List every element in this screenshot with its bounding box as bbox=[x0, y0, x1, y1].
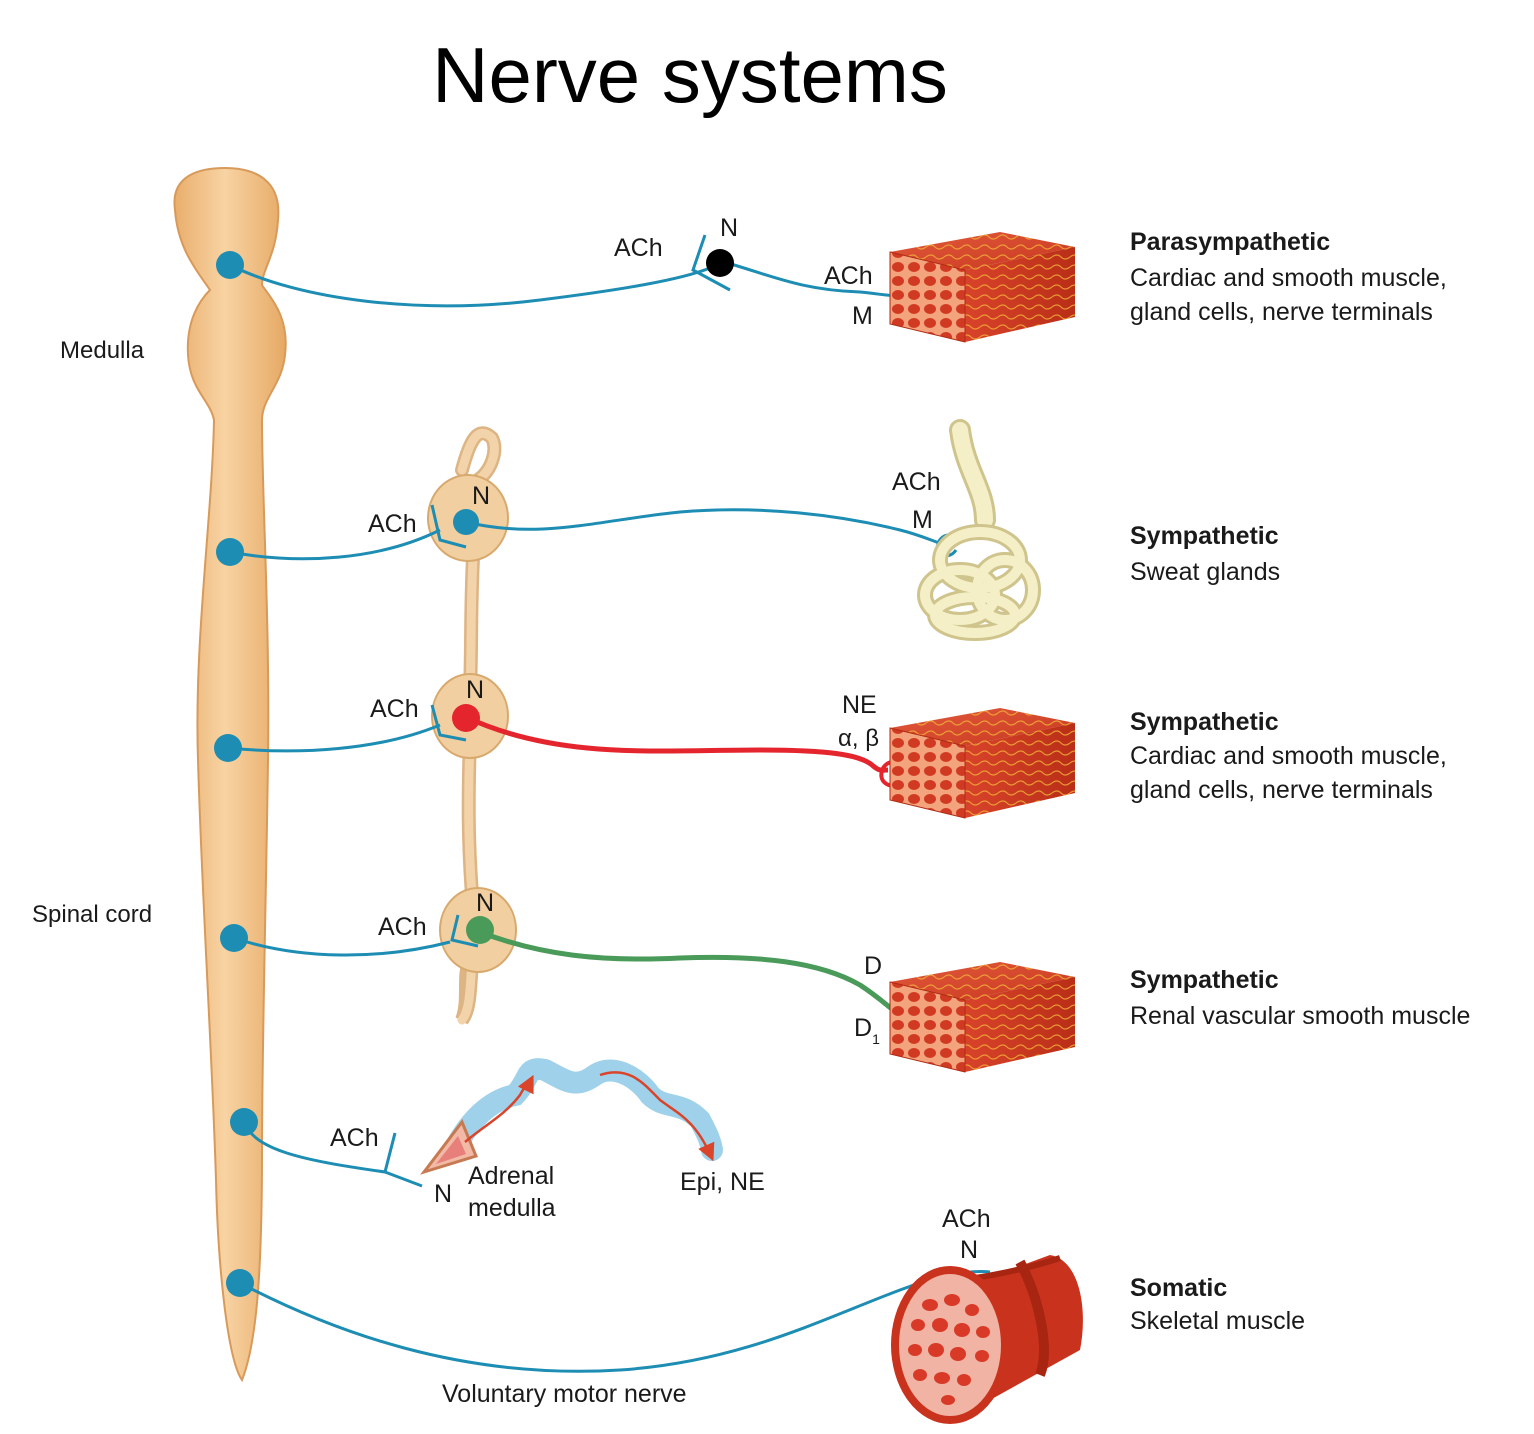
somatic-desc: Skeletal muscle bbox=[1130, 1307, 1305, 1335]
ne-ganglion-receptor: N bbox=[466, 676, 484, 704]
sympathetic-dopamine-desc: Renal vascular smooth muscle bbox=[1130, 1002, 1470, 1030]
sympathetic-ne-desc-line-2: gland cells, nerve terminals bbox=[1130, 776, 1433, 804]
parasympathetic-effector-receptor: M bbox=[852, 302, 873, 330]
dopamine-effector-transmitter: D bbox=[864, 952, 882, 980]
adrenal-receptor: N bbox=[434, 1180, 452, 1208]
dopamine-effector-receptor: D1 bbox=[854, 1014, 880, 1047]
parasympathetic-desc-line-2: gland cells, nerve terminals bbox=[1130, 298, 1433, 326]
voluntary-motor-nerve-label: Voluntary motor nerve bbox=[442, 1380, 687, 1408]
sympathetic-sweat-pathway bbox=[216, 419, 1041, 641]
ne-preganglionic-transmitter: ACh bbox=[370, 695, 419, 723]
somatic-heading: Somatic bbox=[1130, 1274, 1227, 1302]
dopamine-preganglionic-transmitter: ACh bbox=[378, 913, 427, 941]
parasympathetic-preganglionic-transmitter: ACh bbox=[614, 234, 663, 262]
dopamine-ganglion-receptor: N bbox=[476, 889, 494, 917]
sympathetic-dopamine-heading: Sympathetic bbox=[1130, 966, 1279, 994]
sweat-preganglionic-transmitter: ACh bbox=[368, 510, 417, 538]
sweat-ganglion-receptor: N bbox=[472, 482, 490, 510]
adrenal-organ-line-1: Adrenal bbox=[468, 1162, 554, 1190]
parasympathetic-effector-transmitter: ACh bbox=[824, 262, 873, 290]
spinal-cord-illustration bbox=[173, 166, 287, 1383]
sympathetic-dopaminergic-pathway bbox=[220, 914, 1076, 1073]
adrenal-preganglionic-transmitter: ACh bbox=[330, 1124, 379, 1152]
sympathetic-ne-heading: Sympathetic bbox=[1130, 708, 1279, 736]
spinal-cord-label: Spinal cord bbox=[32, 901, 152, 928]
page-title: Nerve systems bbox=[432, 31, 948, 119]
somatic-pathway bbox=[226, 1255, 1083, 1424]
ne-effector-receptor: α, β bbox=[838, 725, 879, 752]
sympathetic-ne-desc-line-1: Cardiac and smooth muscle, bbox=[1130, 742, 1447, 770]
sweat-effector-receptor: M bbox=[912, 506, 933, 534]
sympathetic-sweat-heading: Sympathetic bbox=[1130, 522, 1279, 550]
sympathetic-adrenergic-pathway bbox=[214, 704, 1076, 819]
sympathetic-sweat-desc: Sweat glands bbox=[1130, 558, 1280, 586]
ne-effector-transmitter: NE bbox=[842, 691, 877, 719]
somatic-receptor: N bbox=[960, 1236, 978, 1264]
parasympathetic-heading: Parasympathetic bbox=[1130, 228, 1330, 256]
medulla-label: Medulla bbox=[60, 337, 145, 364]
somatic-transmitter: ACh bbox=[942, 1205, 991, 1233]
adrenal-released-hormones: Epi, NE bbox=[680, 1168, 765, 1196]
adrenal-organ-line-2: medulla bbox=[468, 1194, 556, 1222]
parasympathetic-pathway bbox=[216, 231, 1076, 343]
parasympathetic-desc-line-1: Cardiac and smooth muscle, bbox=[1130, 264, 1447, 292]
adrenal-medulla-pathway bbox=[230, 1058, 723, 1188]
parasympathetic-ganglion-receptor: N bbox=[720, 214, 738, 242]
sweat-effector-transmitter: ACh bbox=[892, 468, 941, 496]
